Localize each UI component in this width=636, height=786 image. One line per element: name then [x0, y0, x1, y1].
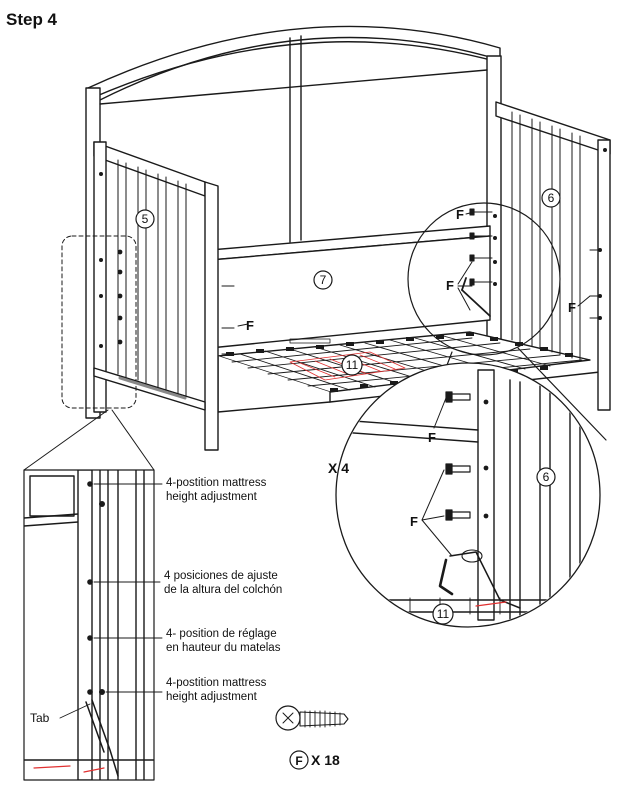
total-screw-count: X 18: [311, 752, 340, 768]
screw-f-icon: [275, 705, 349, 731]
part-7-callout: 7: [313, 270, 333, 290]
svg-text:11: 11: [346, 358, 359, 372]
part-number-callouts: 5 6 7 11 6 11: [135, 188, 561, 770]
svg-text:7: 7: [320, 273, 327, 287]
small-magnifier-circle: [407, 202, 561, 356]
f-total-callout: F: [289, 750, 309, 770]
hardware-f-label: F: [456, 207, 464, 222]
svg-text:6: 6: [543, 470, 550, 484]
part-6-detail-callout: 6: [536, 467, 556, 487]
part-6-callout: 6: [541, 188, 561, 208]
hardware-f-label: F: [568, 300, 576, 315]
tab-label: Tab: [30, 711, 50, 725]
hardware-f-labels: F F F F F F: [246, 207, 576, 529]
svg-text:5: 5: [142, 212, 149, 226]
hardware-f-label: F: [428, 430, 436, 445]
hardware-f-label: F: [446, 278, 454, 293]
height-adjustment-detail: [23, 409, 163, 781]
part-11-callout: 11: [341, 354, 363, 376]
right-side-panel: [493, 101, 611, 411]
part-11-detail-callout: 11: [432, 603, 454, 625]
hardware-f-label: F: [410, 514, 418, 529]
step-title: Step 4: [6, 10, 58, 29]
left-side-panel: [61, 141, 219, 451]
hardware-f-label: F: [246, 318, 254, 333]
svg-text:6: 6: [548, 191, 555, 205]
svg-text:F: F: [295, 754, 302, 768]
leader-lines: [237, 211, 591, 557]
detail-screw-count: X 4: [328, 460, 350, 476]
large-magnifier-circle: [335, 362, 601, 628]
part-5-callout: 5: [135, 209, 155, 229]
svg-text:11: 11: [437, 607, 450, 621]
